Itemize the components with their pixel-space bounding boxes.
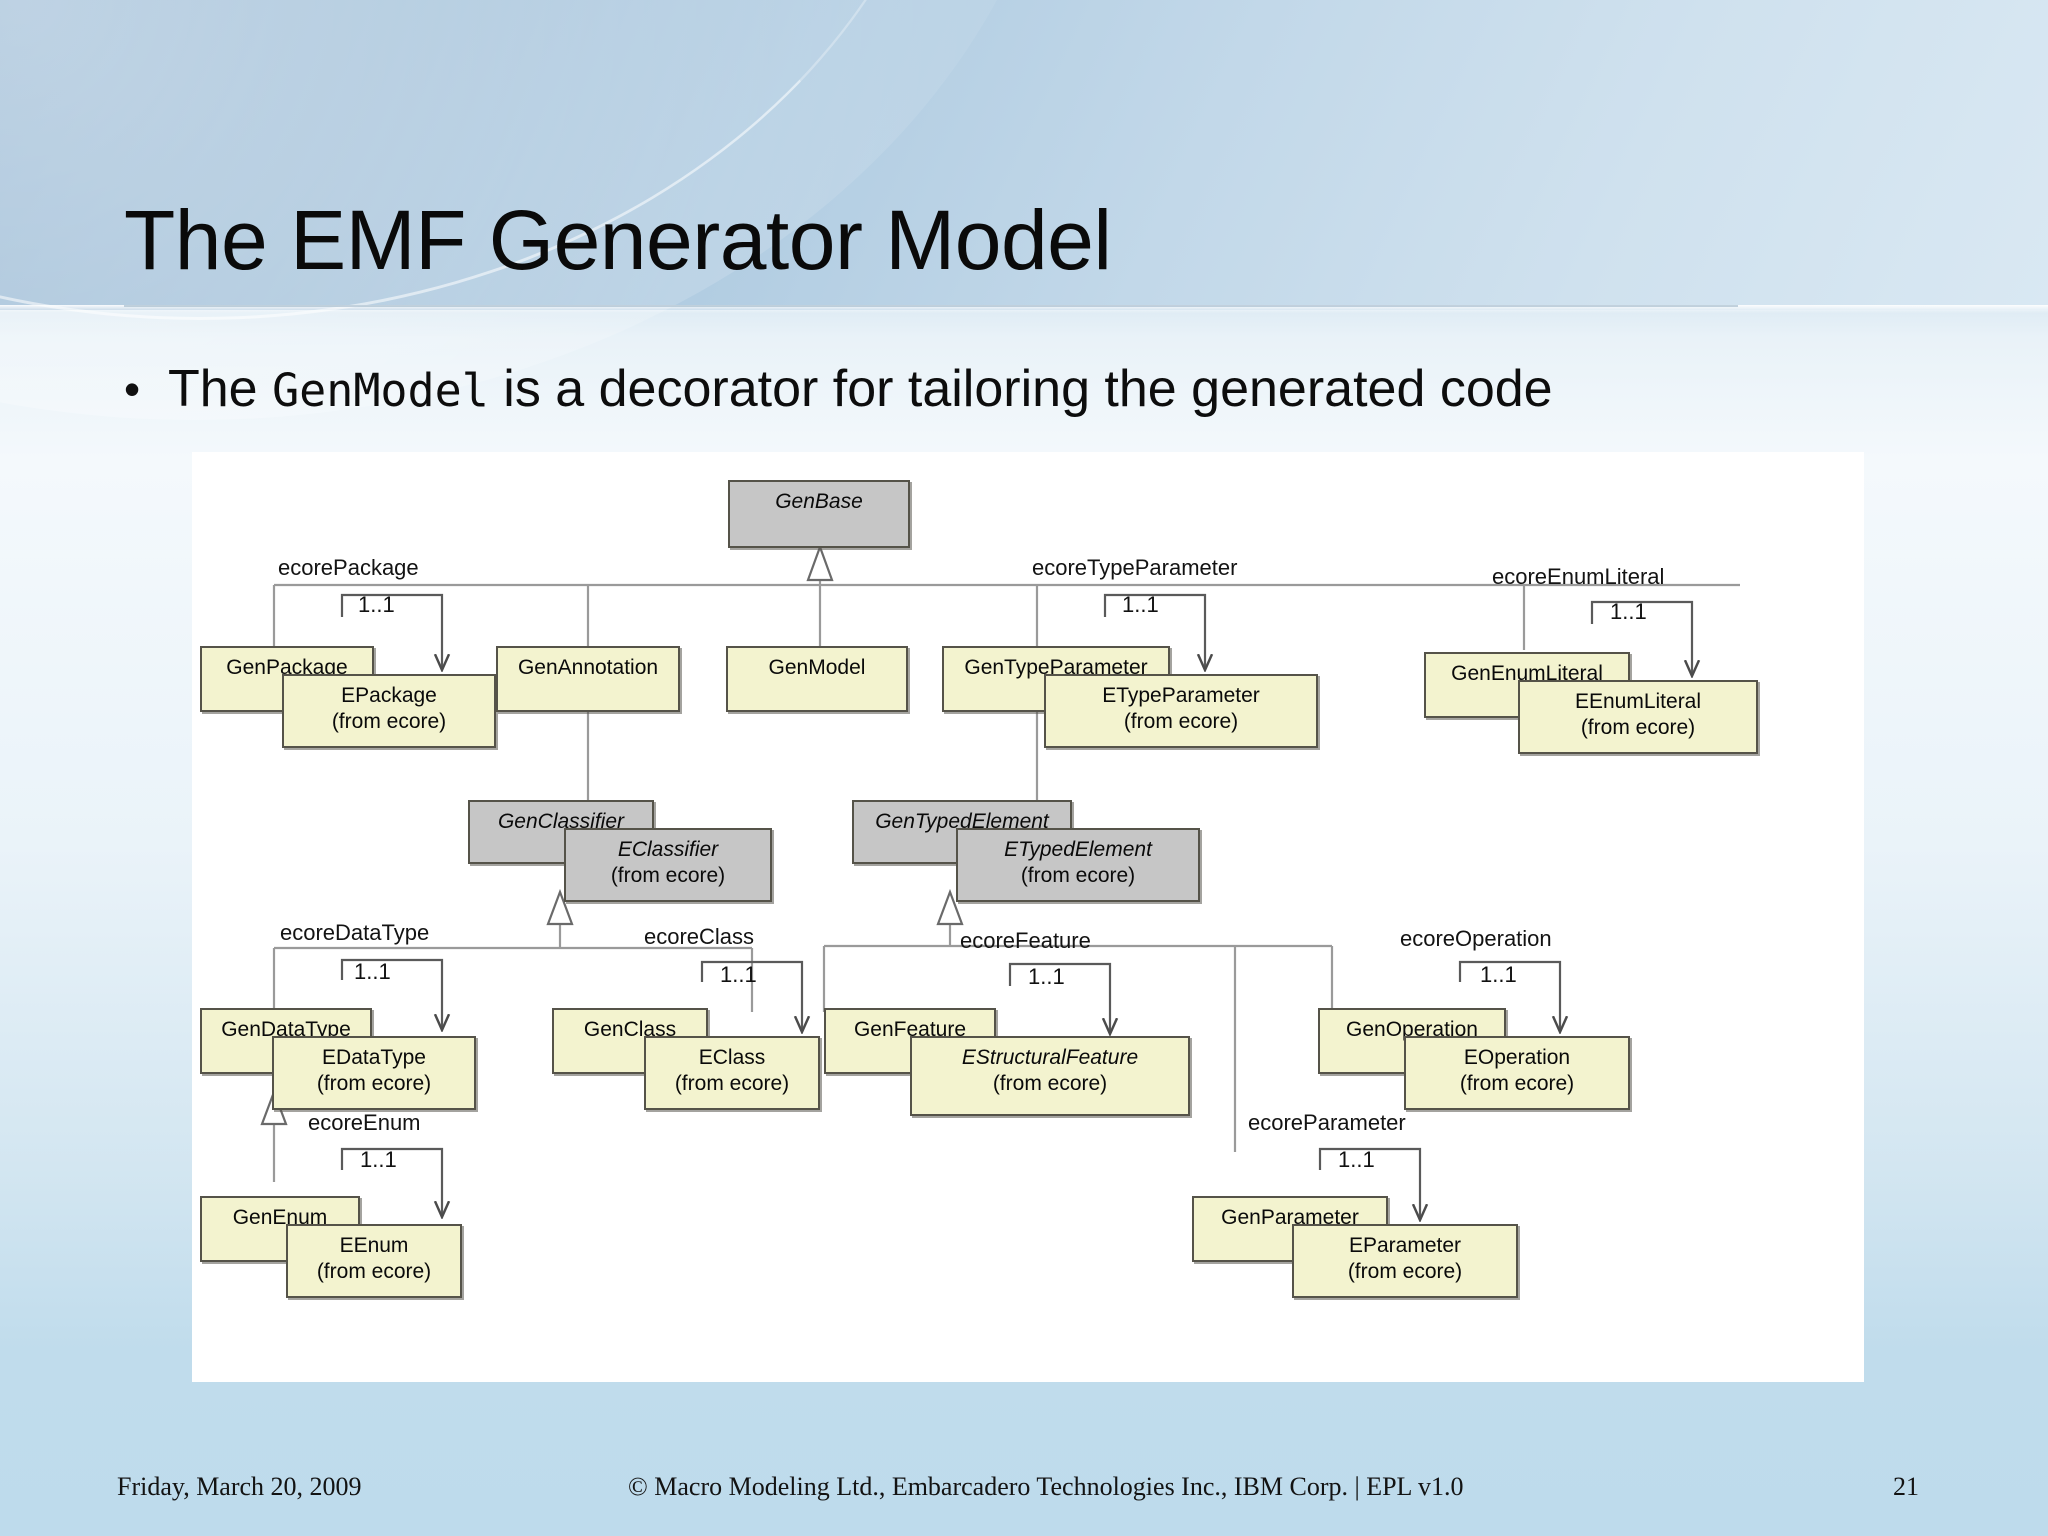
bullet-suffix: is a decorator for tailoring the generat… <box>488 360 1553 418</box>
title-underline-rule <box>124 305 1738 307</box>
class-name-ETypedElement: ETypedElement <box>1004 838 1152 861</box>
multiplicity-ecoreEnum: 1..1 <box>360 1147 397 1172</box>
class-origin-EClass: (from ecore) <box>674 1072 790 1095</box>
page-title: The EMF Generator Model <box>124 193 1112 287</box>
class-name-GenOperation: GenOperation <box>1346 1018 1478 1041</box>
class-name-GenBase: GenBase <box>775 490 863 513</box>
multiplicity-ecorePackage: 1..1 <box>358 592 395 617</box>
multiplicity-ecoreTypeParameter: 1..1 <box>1122 592 1159 617</box>
association-role-ecoreEnumLiteral: ecoreEnumLiteral <box>1492 564 1665 589</box>
class-node-EParameter[interactable]: EParameter (from ecore) <box>1292 1224 1518 1298</box>
class-name-EDataType: EDataType <box>322 1046 426 1069</box>
class-origin-ETypedElement: (from ecore) <box>1020 864 1136 887</box>
class-name-GenFeature: GenFeature <box>853 1018 967 1041</box>
header-band-highlight <box>0 305 2048 313</box>
association-role-ecorePackage: ecorePackage <box>278 555 419 580</box>
class-name-GenTypeParameter: GenTypeParameter <box>964 656 1148 679</box>
class-name-GenPackage: GenPackage <box>226 656 348 679</box>
class-node-EClassifier[interactable]: EClassifier (from ecore) <box>564 828 772 902</box>
footer-page-number: 21 <box>1893 1472 1919 1501</box>
generalization-arrow-genclassifier <box>546 888 574 926</box>
association-role-ecoreClass: ecoreClass <box>644 924 755 949</box>
class-node-GenBase[interactable]: GenBase <box>728 480 910 548</box>
class-name-GenDataType: GenDataType <box>221 1018 351 1041</box>
association-role-ecoreEnum: ecoreEnum <box>308 1110 421 1135</box>
class-node-GenAnnotation[interactable]: GenAnnotation <box>496 646 680 712</box>
multiplicity-ecoreFeature: 1..1 <box>1028 964 1065 989</box>
bullet-code-genmodel: GenModel <box>272 364 489 417</box>
class-name-EOperation: EOperation <box>1463 1046 1571 1069</box>
class-name-GenEnum: GenEnum <box>232 1206 328 1229</box>
class-node-ETypedElement[interactable]: ETypedElement (from ecore) <box>956 828 1200 902</box>
class-node-GenModel[interactable]: GenModel <box>726 646 908 712</box>
class-origin-ETypeParameter: (from ecore) <box>1123 710 1239 733</box>
class-name-EEnumLiteral: EEnumLiteral <box>1574 690 1702 713</box>
class-origin-EClassifier: (from ecore) <box>610 864 726 887</box>
class-node-EDataType[interactable]: EDataType (from ecore) <box>272 1036 476 1110</box>
class-node-EEnum[interactable]: EEnum (from ecore) <box>286 1224 462 1298</box>
bullet-text: The GenModel is a decorator for tailorin… <box>168 358 1553 422</box>
class-node-EEnumLiteral[interactable]: EEnumLiteral (from ecore) <box>1518 680 1758 754</box>
association-role-ecoreDataType: ecoreDataType <box>280 920 430 945</box>
class-name-GenTypedElement: GenTypedElement <box>875 810 1049 833</box>
bullet-prefix: The <box>168 360 273 418</box>
class-origin-EParameter: (from ecore) <box>1347 1260 1463 1283</box>
class-name-EEnum: EEnum <box>339 1234 409 1257</box>
association-role-ecoreOperation: ecoreOperation <box>1400 926 1552 951</box>
class-diagram: ecorePackage 1..1 ecoreTypeParameter 1..… <box>192 452 1864 1382</box>
bullet-marker: • <box>124 363 141 415</box>
multiplicity-ecoreClass: 1..1 <box>720 962 757 987</box>
class-name-GenEnumLiteral: GenEnumLiteral <box>1451 662 1603 685</box>
generalization-arrow-gentypedelement <box>936 888 964 926</box>
class-name-GenParameter: GenParameter <box>1221 1206 1359 1229</box>
class-origin-EPackage: (from ecore) <box>331 710 447 733</box>
footer-copyright: © Macro Modeling Ltd., Embarcadero Techn… <box>628 1472 1464 1501</box>
class-node-ETypeParameter[interactable]: ETypeParameter (from ecore) <box>1044 674 1318 748</box>
class-name-EStructuralFeature: EStructuralFeature <box>961 1046 1139 1069</box>
class-origin-EOperation: (from ecore) <box>1459 1072 1575 1095</box>
class-name-GenAnnotation: GenAnnotation <box>517 656 659 679</box>
footer-date: Friday, March 20, 2009 <box>117 1472 362 1501</box>
multiplicity-ecoreOperation: 1..1 <box>1480 962 1517 987</box>
diagram-connector-layer <box>260 543 1740 1382</box>
class-node-EOperation[interactable]: EOperation (from ecore) <box>1404 1036 1630 1110</box>
multiplicity-ecoreDataType: 1..1 <box>354 959 391 984</box>
class-name-EClass: EClass <box>698 1046 766 1069</box>
class-node-EStructuralFeature[interactable]: EStructuralFeature (from ecore) <box>910 1036 1190 1116</box>
class-origin-EStructuralFeature: (from ecore) <box>992 1072 1108 1095</box>
association-role-ecoreFeature: ecoreFeature <box>960 928 1091 953</box>
class-name-GenClassifier: GenClassifier <box>497 810 625 833</box>
class-name-EClassifier: EClassifier <box>617 838 719 861</box>
multiplicity-ecoreParameter: 1..1 <box>1338 1147 1375 1172</box>
class-node-EClass[interactable]: EClass (from ecore) <box>644 1036 820 1110</box>
bullet-row: • The GenModel is a decorator for tailor… <box>124 358 1954 422</box>
class-origin-EDataType: (from ecore) <box>316 1072 432 1095</box>
multiplicity-ecoreEnumLiteral: 1..1 <box>1610 599 1647 624</box>
class-name-GenModel: GenModel <box>768 656 866 679</box>
class-name-ETypeParameter: ETypeParameter <box>1102 684 1260 707</box>
class-name-GenClass: GenClass <box>583 1018 677 1041</box>
association-role-ecoreTypeParameter: ecoreTypeParameter <box>1032 555 1238 580</box>
class-node-EPackage[interactable]: EPackage (from ecore) <box>282 674 496 748</box>
generalization-arrow-genbase <box>806 543 834 582</box>
class-name-EPackage: EPackage <box>341 684 437 707</box>
association-role-ecoreParameter: ecoreParameter <box>1248 1110 1406 1135</box>
class-name-EParameter: EParameter <box>1348 1234 1462 1257</box>
class-origin-EEnumLiteral: (from ecore) <box>1580 716 1696 739</box>
class-origin-EEnum: (from ecore) <box>316 1260 432 1283</box>
